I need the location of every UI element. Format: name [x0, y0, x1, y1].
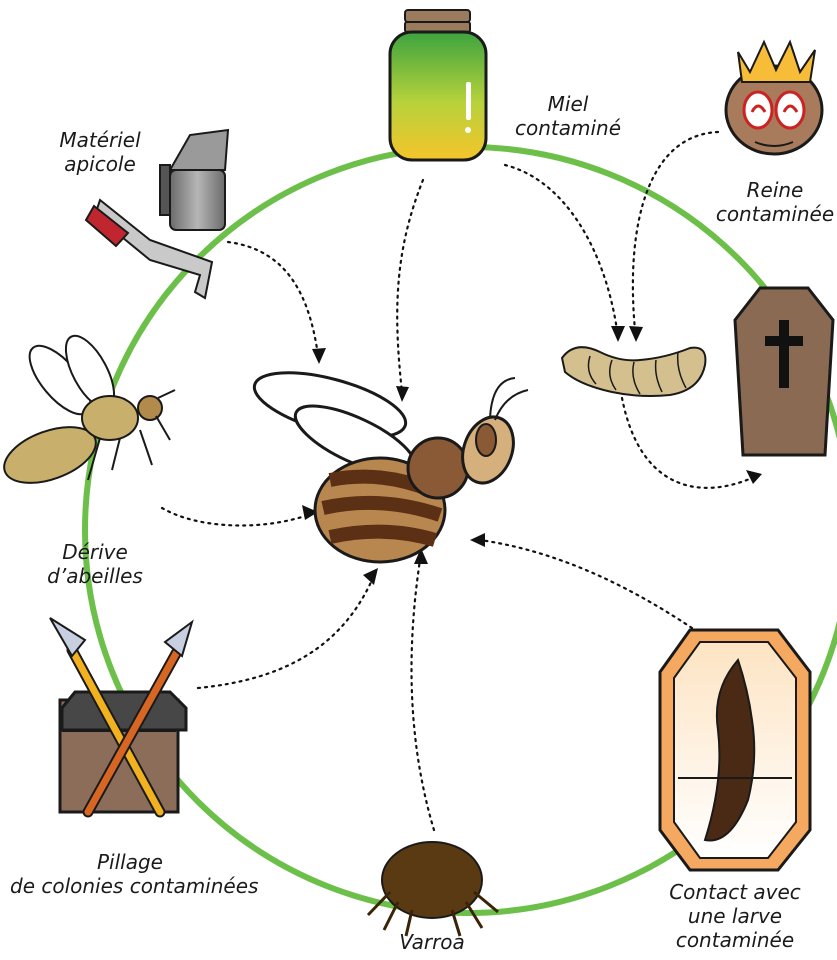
label-miel: Miel contaminé: [508, 92, 628, 140]
arrow-varroa-to-bee: [412, 560, 434, 830]
larva-icon: [562, 347, 705, 396]
arrow-jar-to-bee: [397, 180, 423, 392]
label-reine-line1: Reine: [715, 178, 835, 202]
label-pillage-line2: de colonies contaminées: [10, 874, 250, 898]
label-materiel: Matériel apicole: [50, 128, 150, 176]
queen-icon: [726, 42, 822, 154]
label-materiel-line1: Matériel: [50, 128, 150, 152]
label-derive-line2: d’abeilles: [40, 564, 150, 588]
arrow-jar-to-larva: [505, 165, 617, 330]
arrow-pillage-to-bee: [198, 580, 372, 688]
label-derive-line1: Dérive: [40, 540, 150, 564]
contaminated-larva-icon: [660, 630, 810, 870]
label-varroa-line1: Varroa: [382, 930, 482, 954]
label-reine-line2: contaminée: [715, 202, 835, 226]
label-miel-line1: Miel: [508, 92, 628, 116]
label-contact-line1: Contact avec: [660, 880, 810, 904]
label-contact-line3: contaminée: [660, 928, 810, 952]
crossed-spears-icon: [50, 618, 192, 812]
arrow-drift-to-bee: [162, 508, 308, 525]
coffin-icon: [735, 288, 833, 455]
label-contact: Contact avec une larve contaminée: [660, 880, 810, 952]
bee-icon: [248, 360, 528, 562]
arrow-contact-to-bee: [480, 540, 692, 628]
label-miel-line2: contaminé: [508, 116, 628, 140]
label-contact-line2: une larve: [660, 904, 810, 928]
label-pillage-line1: Pillage: [10, 850, 250, 874]
label-derive: Dérive d’abeilles: [40, 540, 150, 588]
label-pillage: Pillage de colonies contaminées: [10, 850, 250, 898]
hive-roof: [62, 692, 186, 730]
label-varroa: Varroa: [382, 930, 482, 954]
label-materiel-line2: apicole: [50, 152, 150, 176]
arrow-smoker-to-bee: [228, 242, 318, 355]
label-reine: Reine contaminée: [715, 178, 835, 226]
honey-jar-icon: [390, 10, 486, 160]
varroa-icon: [368, 842, 498, 936]
arrow-larva-to-coffin: [622, 398, 752, 488]
